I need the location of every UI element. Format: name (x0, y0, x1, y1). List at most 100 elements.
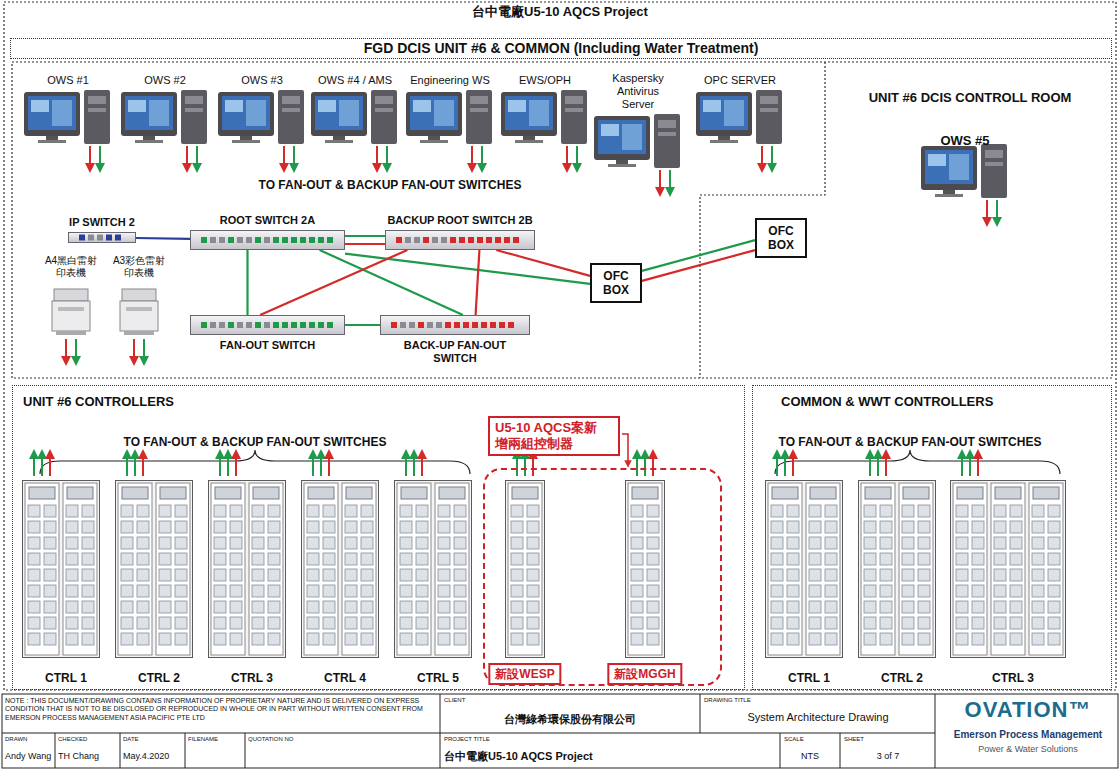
switch-ports (191, 316, 344, 334)
controller-feed (313, 454, 329, 476)
port (468, 237, 474, 243)
page-title: 台中電廠U5-10 AQCS Project (0, 3, 1120, 21)
device-label: CTRL 5 (407, 663, 459, 685)
logo-text: Power & Water Solutions (940, 744, 1116, 754)
cable-arrow (669, 170, 671, 192)
workstation: Kaspersky Antivirus Server (588, 72, 688, 192)
label-holder: QUOTATION NO (248, 736, 368, 743)
title-block-text: 台灣綠希環保股份有限公司 (444, 713, 696, 726)
workstation: OWS #4 / AMS (305, 74, 405, 172)
cabinet (342, 483, 376, 655)
device-label: CTRL 1 (35, 663, 87, 685)
fiber-box: OFC BOX (755, 218, 807, 258)
cable-arrow (142, 454, 144, 476)
laser-printer: A3彩色雷射 印表機 (108, 255, 170, 363)
cable-arrow (566, 146, 568, 168)
computer-icon (594, 114, 680, 192)
title-block-text: CLIENT (444, 697, 544, 704)
port (508, 322, 514, 328)
port (436, 322, 442, 328)
controller-cabinet: CTRL 1 (765, 480, 843, 658)
port (477, 237, 483, 243)
port (391, 322, 397, 328)
network-cable (642, 250, 755, 281)
cabinet (397, 483, 431, 655)
port (418, 322, 424, 328)
port (441, 237, 447, 243)
device-label: CTRL 1 (778, 663, 830, 685)
port (445, 322, 451, 328)
label-holder: Emerson Process Management (940, 729, 1116, 741)
port (400, 322, 406, 328)
label-holder: 台中電廠U5-10 AQCS Project (444, 750, 774, 763)
port (210, 237, 216, 243)
cable-arrow (41, 454, 43, 476)
port (481, 322, 487, 328)
title-block-text: DRAWN (5, 736, 53, 743)
cabinet-modules (23, 481, 99, 657)
upper-region (12, 62, 1112, 378)
cable-arrow (644, 454, 646, 476)
cable-note: TO FAN-OUT & BACKUP FAN-OUT SWITCHES (180, 179, 600, 193)
computer-icon (121, 90, 207, 168)
network-switch: BACK-UP FAN-OUT SWITCH (380, 315, 530, 335)
workstation: OPC SERVER (690, 74, 790, 172)
cable-arrow (659, 170, 661, 192)
port (115, 235, 121, 241)
cable-arrow (961, 454, 963, 476)
title-block-text: FILENAME (188, 736, 243, 743)
cable-arrow (376, 146, 378, 168)
device-label: CTRL 3 (221, 663, 273, 685)
port (237, 322, 243, 328)
title-block-text: 台中電廠U5-10 AQCS Project (444, 750, 774, 763)
port (210, 322, 216, 328)
laser-printer: A4黑白雷射 印表機 (40, 255, 102, 363)
cable-note: TO FAN-OUT & BACKUP FAN-OUT SWITCHES (745, 436, 1075, 450)
cable-arrow (405, 454, 407, 476)
cabinet-modules (302, 481, 378, 657)
port (463, 322, 469, 328)
port (246, 322, 252, 328)
logo-text: OVATION™ (940, 697, 1116, 722)
switch-ports (191, 231, 344, 249)
label-holder: 台灣綠希環保股份有限公司 (444, 713, 696, 726)
label-holder: SCALE (784, 736, 834, 743)
cabinet (63, 483, 97, 655)
cable-arrow (143, 339, 145, 361)
cable-arrow (776, 454, 778, 476)
cabinet-modules (766, 481, 842, 657)
workstation: OWS #1 (18, 74, 118, 172)
port (201, 322, 207, 328)
cable-arrow (761, 146, 763, 168)
port (459, 237, 465, 243)
cable-arrow (75, 339, 77, 361)
port (88, 235, 94, 241)
port (427, 322, 433, 328)
device-label: 新設MGGH (607, 663, 682, 685)
port (318, 237, 324, 243)
computer-icon (406, 90, 492, 168)
workstation: OWS #3 (212, 74, 312, 172)
callout-arrow (622, 434, 628, 464)
new-controller-group: U5-10 AQCS案新 增兩組控制器新設WESP新設MGGH (483, 468, 722, 686)
computer-icon (24, 90, 110, 168)
port (273, 237, 279, 243)
printer-icon (52, 289, 90, 361)
cable-arrow (516, 454, 518, 476)
title-holder: 台中電廠U5-10 AQCS Project (0, 3, 1120, 21)
room-divider (700, 62, 825, 378)
cable-arrow (134, 454, 136, 476)
label-holder: May.4.2020 (123, 751, 183, 761)
device-label: IP SWITCH 2 (69, 216, 135, 229)
cable-arrow (532, 454, 534, 476)
cable-arrow (320, 454, 322, 476)
device-label: CTRL 2 (128, 663, 180, 685)
device-label: OWS #1 (20, 74, 116, 87)
device-label: CTRL 3 (982, 663, 1034, 685)
cabinet (118, 483, 152, 655)
title-block-text: QUOTATION NO (248, 736, 368, 743)
cable-arrow (977, 454, 979, 476)
cable-arrow (771, 146, 773, 168)
port (405, 237, 411, 243)
